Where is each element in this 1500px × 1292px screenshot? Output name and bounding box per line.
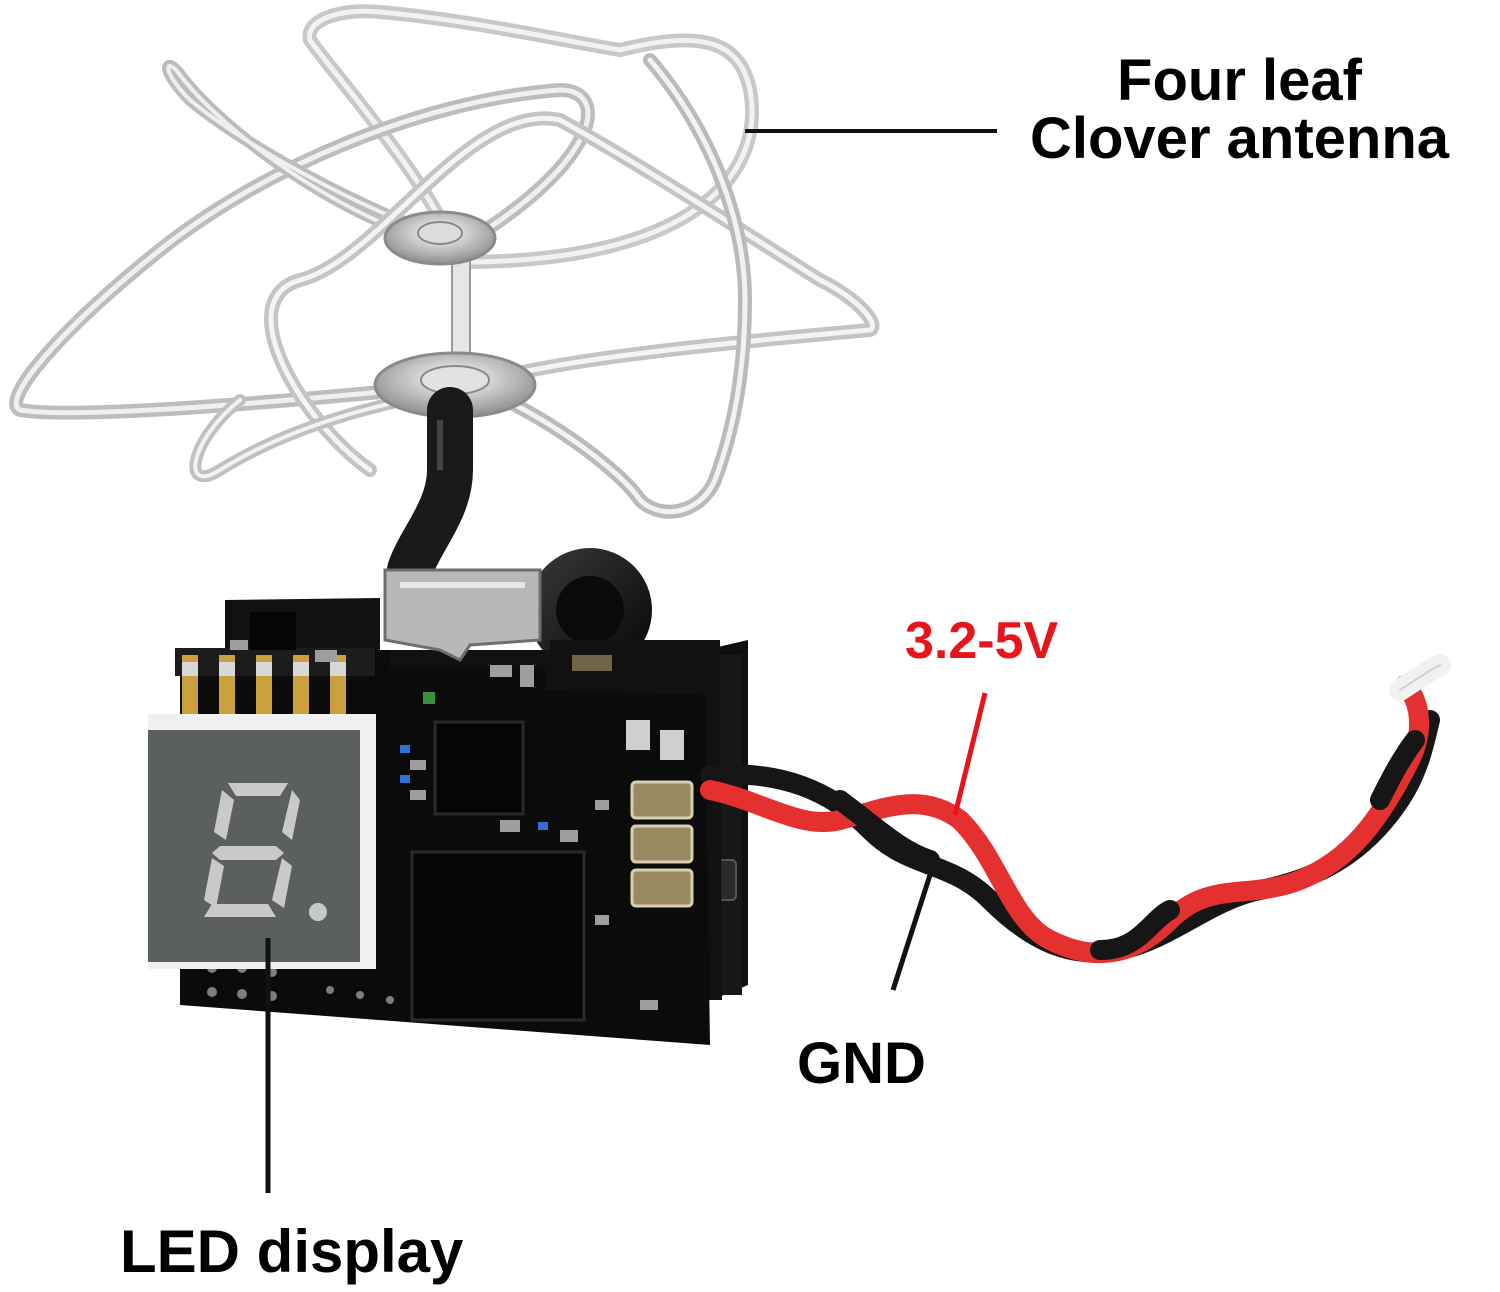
- coax-cable: [387, 387, 473, 593]
- antenna-label-line1: Four leaf: [1117, 48, 1362, 113]
- antenna-label-line2: Clover antenna: [1030, 106, 1449, 171]
- wire-red: [700, 675, 1430, 964]
- gnd-leader: [890, 874, 933, 991]
- gnd-callout: GND: [797, 1031, 926, 1096]
- leader-lines: [265, 129, 997, 1193]
- solder-joint: [383, 568, 542, 662]
- capacitors: [572, 655, 694, 908]
- antenna-loop-right: [264, 111, 880, 477]
- voltage-callout: 3.2-5V: [905, 612, 1059, 670]
- clover-antenna: [9, 4, 880, 519]
- led-display-callout: LED display: [120, 1218, 464, 1285]
- header-pins: [175, 648, 375, 715]
- seven-segment-digit: [204, 783, 327, 921]
- wire-black: [700, 710, 1440, 963]
- power-wires: [700, 654, 1451, 964]
- voltage-leader: [952, 692, 988, 816]
- main-chip: [410, 850, 586, 1022]
- antenna-callout: Four leaf Clover antenna: [1030, 52, 1449, 168]
- rf-chip: [433, 720, 525, 816]
- led-display: [148, 714, 376, 969]
